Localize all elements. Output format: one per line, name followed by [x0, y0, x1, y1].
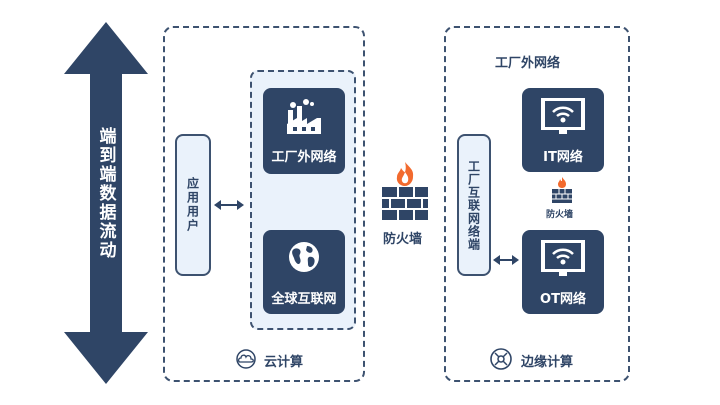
edge-computing-caption: 边缘计算 [521, 355, 574, 370]
app-user-box: 应用用户 [175, 134, 211, 276]
ot-network-tile: OT网络 [522, 230, 604, 314]
ot-network-label: OT网络 [540, 292, 586, 307]
edge-computing-zone [444, 26, 630, 382]
factory-terminal-label: 工厂互联网络端 [466, 159, 481, 251]
cloud-icon [236, 349, 256, 369]
it-network-tile: IT网络 [522, 88, 604, 172]
wifi-screen-icon [541, 98, 585, 134]
globe-icon [289, 242, 319, 272]
wifi-screen-icon [541, 240, 585, 276]
cloud-computing-zone [163, 26, 365, 382]
firewall-icon [382, 162, 428, 220]
app-user-label: 应用用户 [185, 177, 200, 233]
small-firewall-icon [552, 177, 572, 203]
edge-computing-icon [490, 348, 512, 370]
factory-network-tile: 工厂外网络 [263, 88, 345, 174]
factory-network-label: 工厂外网络 [271, 150, 337, 165]
data-flow-arrow [64, 22, 148, 384]
data-flow-label: 端到端数据流动 [95, 126, 116, 260]
edge-title: 工厂外网络 [495, 56, 561, 71]
bidirectional-arrow-icon [214, 200, 244, 210]
it-network-label: IT网络 [543, 150, 583, 165]
small-firewall-label: 防火墙 [546, 210, 574, 220]
global-internet-tile: 全球互联网 [263, 230, 345, 314]
factory-terminal-box: 工厂互联网络端 [457, 134, 491, 276]
cloud-computing-caption: 云计算 [264, 355, 304, 370]
bidirectional-arrow-icon [493, 255, 519, 265]
firewall-label: 防火墙 [383, 232, 423, 247]
global-internet-label: 全球互联网 [271, 292, 337, 307]
factory-icon [287, 99, 321, 134]
